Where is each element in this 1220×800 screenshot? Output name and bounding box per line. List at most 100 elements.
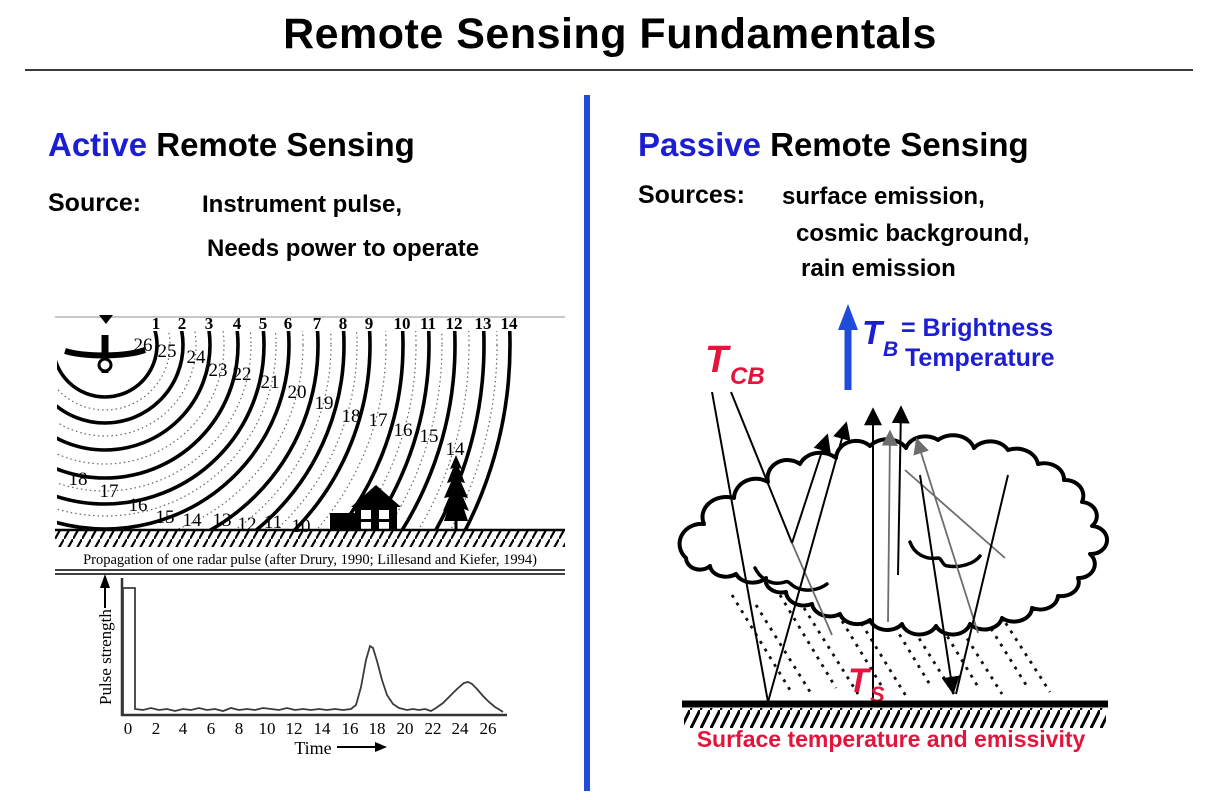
sources-line-2: cosmic background, bbox=[796, 220, 1030, 247]
svg-text:16: 16 bbox=[342, 719, 359, 738]
svg-text:22: 22 bbox=[425, 719, 442, 738]
svg-text:10: 10 bbox=[394, 315, 411, 333]
radar-ground-hatch bbox=[55, 531, 565, 547]
svg-text:CB: CB bbox=[730, 363, 765, 390]
ts-label: T S bbox=[848, 662, 885, 707]
svg-text:12: 12 bbox=[286, 719, 303, 738]
airplane-icon bbox=[64, 315, 146, 373]
svg-text:15: 15 bbox=[420, 426, 439, 447]
source-line-2: Needs power to operate bbox=[207, 235, 480, 262]
active-heading-accent: Active bbox=[48, 126, 148, 163]
svg-text:20: 20 bbox=[397, 719, 414, 738]
tree-icon bbox=[443, 455, 469, 531]
svg-text:3: 3 bbox=[205, 315, 214, 333]
svg-text:= Brightness: = Brightness bbox=[901, 314, 1053, 342]
pulse-curve bbox=[122, 587, 504, 714]
y-axis-title: Pulse strength bbox=[96, 609, 115, 705]
source-line-1: Instrument pulse, bbox=[202, 191, 403, 218]
svg-text:16: 16 bbox=[394, 420, 413, 441]
house-icon bbox=[330, 485, 401, 531]
svg-text:6: 6 bbox=[207, 719, 216, 738]
tb-label: T B = Brightness Temperature bbox=[862, 314, 1055, 372]
svg-text:21: 21 bbox=[261, 372, 280, 393]
svg-text:9: 9 bbox=[365, 315, 374, 333]
scattering-paths-gray bbox=[791, 429, 1006, 636]
svg-text:T: T bbox=[705, 339, 731, 381]
page-title: Remote Sensing Fundamentals bbox=[283, 10, 937, 58]
sources-label: Sources: bbox=[638, 181, 745, 209]
svg-text:4: 4 bbox=[233, 315, 242, 333]
rain-dotted-lines bbox=[730, 594, 1052, 697]
svg-text:14: 14 bbox=[446, 439, 466, 460]
svg-text:11: 11 bbox=[264, 512, 282, 533]
svg-text:B: B bbox=[883, 338, 898, 361]
radiation-rays bbox=[711, 391, 1009, 703]
passive-sensing-diagram: T CB T B = Brightness Temperature T S bbox=[677, 304, 1109, 728]
passive-heading-rest: Remote Sensing bbox=[760, 126, 1029, 163]
svg-text:13: 13 bbox=[475, 315, 492, 333]
svg-text:5: 5 bbox=[259, 315, 268, 333]
passive-heading-accent: Passive bbox=[638, 126, 761, 163]
svg-text:12: 12 bbox=[446, 315, 463, 333]
time-arrow-icon bbox=[337, 742, 387, 752]
svg-text:18: 18 bbox=[369, 719, 386, 738]
active-heading: Active Remote Sensing bbox=[48, 126, 415, 164]
svg-text:19: 19 bbox=[315, 393, 334, 414]
sources-line-3: rain emission bbox=[801, 255, 956, 282]
svg-text:2: 2 bbox=[178, 315, 187, 333]
svg-text:10: 10 bbox=[259, 719, 276, 738]
svg-text:1: 1 bbox=[152, 315, 161, 333]
radar-figure-caption: Propagation of one radar pulse (after Dr… bbox=[83, 552, 537, 568]
svg-text:18: 18 bbox=[69, 469, 88, 490]
svg-text:14: 14 bbox=[501, 315, 519, 333]
svg-text:T: T bbox=[862, 314, 885, 351]
echo-wavefront-dotted-arcs bbox=[57, 331, 498, 530]
active-heading-rest: Remote Sensing bbox=[147, 126, 415, 163]
svg-text:22: 22 bbox=[233, 364, 252, 385]
svg-text:14: 14 bbox=[183, 510, 203, 531]
svg-text:14: 14 bbox=[314, 719, 332, 738]
cloud-outline bbox=[677, 433, 1109, 637]
passive-heading: Passive Remote Sensing bbox=[638, 126, 1029, 164]
svg-text:7: 7 bbox=[313, 315, 322, 333]
svg-text:26: 26 bbox=[134, 335, 153, 356]
svg-text:8: 8 bbox=[235, 719, 244, 738]
vertical-divider bbox=[584, 95, 590, 791]
surface-caption: Surface temperature and emissivity bbox=[696, 726, 1086, 752]
svg-text:4: 4 bbox=[179, 719, 188, 738]
svg-text:24: 24 bbox=[187, 347, 207, 368]
svg-text:15: 15 bbox=[156, 507, 175, 528]
tcb-label: T CB bbox=[705, 339, 765, 390]
brightness-temperature-arrow bbox=[838, 304, 858, 390]
svg-text:11: 11 bbox=[420, 315, 436, 333]
pulse-wavefront-solid-arcs bbox=[57, 331, 512, 530]
svg-text:26: 26 bbox=[480, 719, 497, 738]
x-axis-title: Time bbox=[294, 738, 331, 758]
svg-text:18: 18 bbox=[342, 406, 361, 427]
svg-text:8: 8 bbox=[339, 315, 348, 333]
pulse-strength-arrow-icon bbox=[100, 574, 110, 608]
svg-text:13: 13 bbox=[213, 510, 232, 531]
svg-text:25: 25 bbox=[158, 341, 177, 362]
svg-text:24: 24 bbox=[452, 719, 470, 738]
svg-text:Temperature: Temperature bbox=[905, 344, 1055, 372]
svg-text:2: 2 bbox=[152, 719, 161, 738]
svg-text:17: 17 bbox=[100, 481, 119, 502]
svg-text:16: 16 bbox=[129, 495, 148, 516]
surface-ground-hatch bbox=[684, 708, 1106, 728]
svg-text:20: 20 bbox=[288, 382, 307, 403]
svg-text:T: T bbox=[848, 662, 872, 700]
wavefront-arcs bbox=[57, 331, 512, 530]
source-label: Source: bbox=[48, 189, 142, 217]
svg-text:17: 17 bbox=[369, 410, 388, 431]
svg-text:0: 0 bbox=[124, 719, 133, 738]
svg-text:6: 6 bbox=[284, 315, 293, 333]
sources-line-1: surface emission, bbox=[782, 183, 985, 210]
